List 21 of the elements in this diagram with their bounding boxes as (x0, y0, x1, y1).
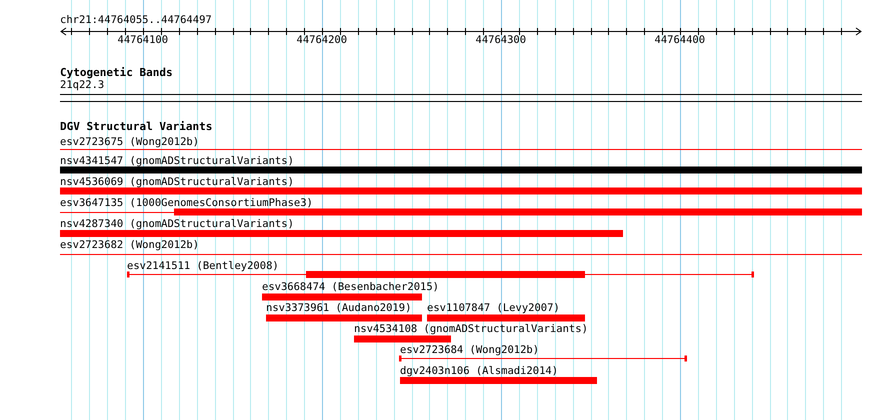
feature-label: nsv4534108 (gnomADStructuralVariants) (354, 323, 588, 335)
feature-label: dgv2403n106 (Alsmadi2014) (400, 365, 558, 377)
feature-label: esv2141511 (Bentley2008) (127, 260, 279, 272)
feature-label: nsv4536069 (gnomADStructuralVariants) (60, 176, 294, 188)
band-label: 21q22.3 (60, 79, 104, 91)
coordinate-label: chr21:44764055..44764497 (60, 14, 212, 26)
feature-label: esv2723682 (Wong2012b) (60, 239, 200, 251)
feature-label: nsv3373961 (Audano2019) (266, 302, 412, 314)
track-title: DGV Structural Variants (60, 121, 212, 133)
tick-label: 44764400 (654, 34, 706, 46)
tick-label: 44764300 (476, 34, 526, 46)
feature-label: nsv4341547 (gnomADStructuralVariants) (60, 155, 294, 167)
feature-label: esv3647135 (1000GenomesConsortiumPhase3) (60, 197, 313, 209)
feature-label: esv2723675 (Wong2012b) (60, 136, 200, 148)
tick-label: 44764100 (118, 34, 168, 46)
tick-label: 44764200 (296, 34, 348, 46)
feature-label: esv1107847 (Levy2007) (427, 302, 560, 314)
feature-label: esv2723684 (Wong2012b) (400, 344, 540, 356)
feature-label: esv3668474 (Besenbacher2015) (262, 281, 440, 293)
feature-label: nsv4287340 (gnomADStructuralVariants) (60, 218, 294, 230)
track-title: Cytogenetic Bands (60, 67, 173, 79)
